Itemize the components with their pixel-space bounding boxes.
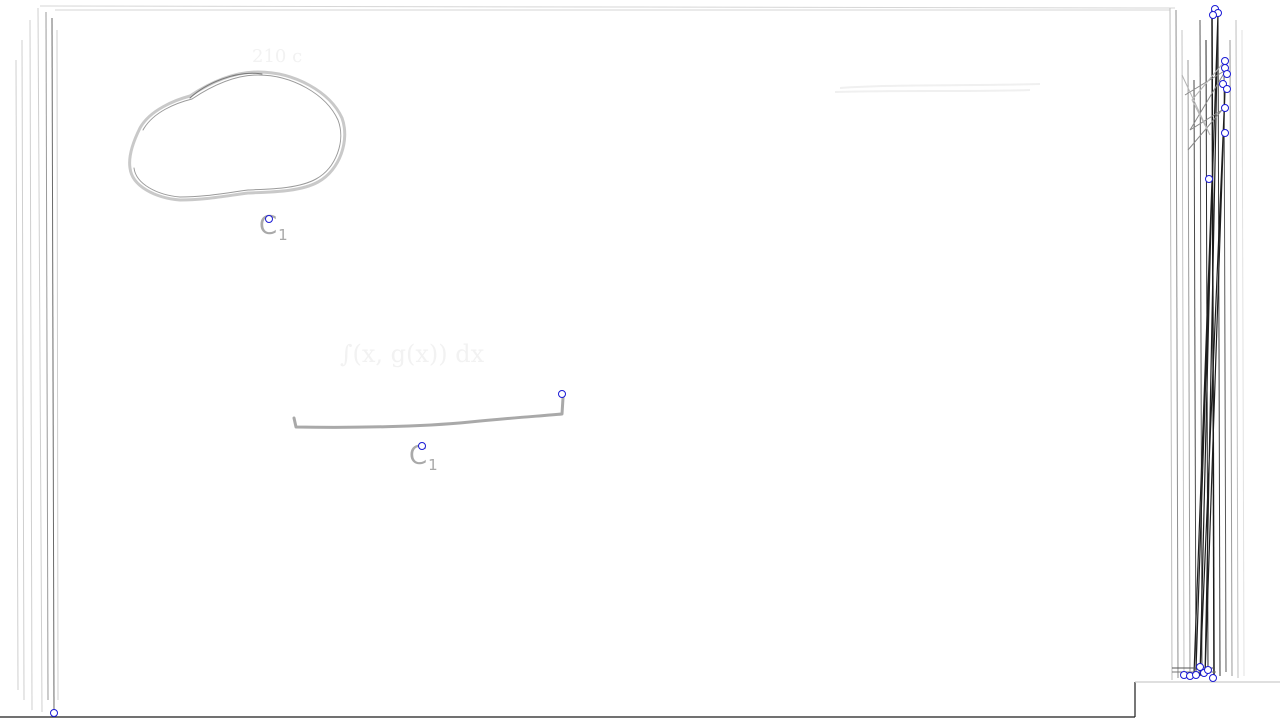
blob-anchor-handle[interactable] [265, 215, 273, 223]
frame-handle-right-5[interactable] [1223, 85, 1231, 93]
open-curve[interactable] [292, 396, 565, 429]
faint-note: 210 c [252, 46, 303, 67]
frame-corner-handle-bottom-left[interactable] [50, 709, 58, 717]
blob-label-subscript: 1 [278, 226, 289, 244]
page-frame-bottom [0, 681, 1280, 718]
curve-end-handle[interactable] [558, 390, 566, 398]
page-frame-left [15, 7, 59, 713]
frame-handle-right-8[interactable] [1205, 175, 1213, 183]
frame-handle-right-3[interactable] [1223, 70, 1231, 78]
frame-handle-bottom-right-3[interactable] [1192, 671, 1200, 679]
faint-formula: ∫(x, g(x)) dx [340, 340, 485, 368]
page-frame-top [39, 5, 1176, 11]
curve-label-subscript: 1 [428, 456, 439, 474]
frame-handle-right-7[interactable] [1221, 129, 1229, 137]
frame-handle-top-right-3[interactable] [1209, 11, 1217, 19]
curve-label-handle[interactable] [418, 442, 426, 450]
blob-label: C1 [259, 213, 289, 243]
page-frame-right [1169, 7, 1245, 681]
faint-sketch-top-right [834, 83, 1041, 93]
frame-handle-right-6[interactable] [1221, 104, 1229, 112]
frame-handle-bottom-right-7[interactable] [1209, 674, 1217, 682]
blob-region[interactable] [128, 70, 347, 202]
frame-handle-bottom-right-6[interactable] [1204, 666, 1212, 674]
